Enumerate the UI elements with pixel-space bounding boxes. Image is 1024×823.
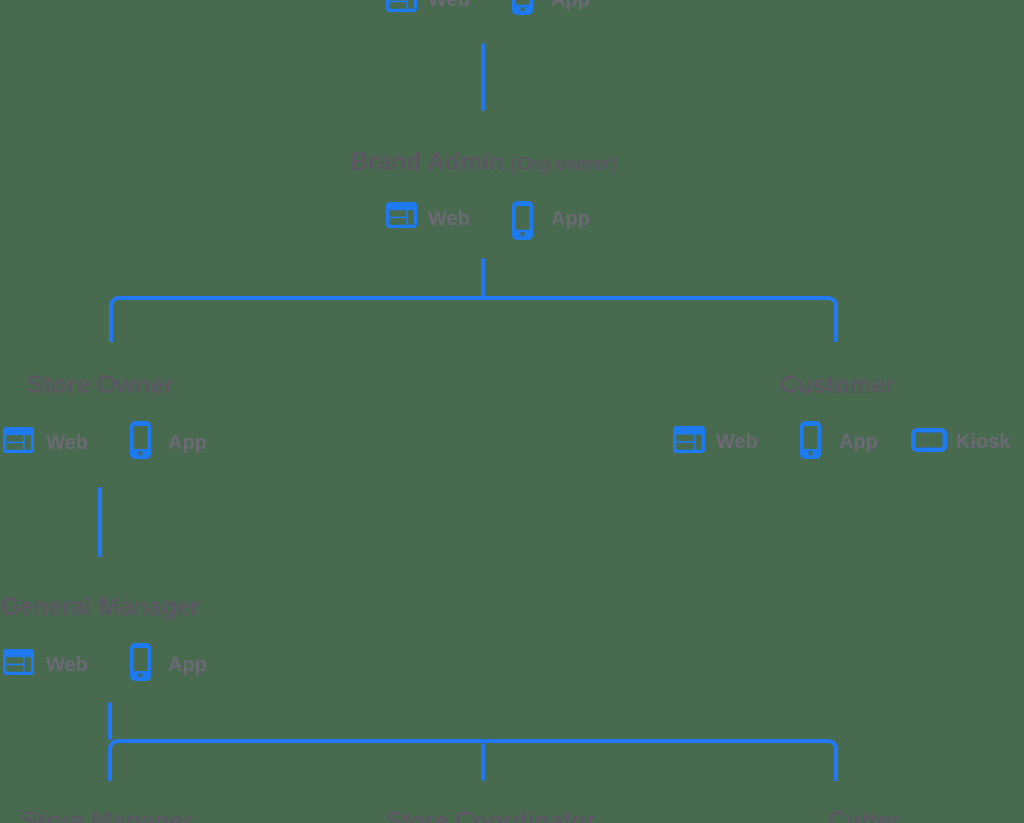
web-icon [673,426,705,453]
node-title-brand-admin: Brand Admin (Org owner) [233,147,733,180]
platform-label-web: Web [428,0,470,11]
connector-branch [108,739,838,781]
web-icon [386,202,417,228]
connector-branch [109,296,838,342]
app-icon [130,643,151,681]
app-icon [800,421,821,459]
platform-label-web: Web [716,431,758,453]
platform-label-app: App [168,432,207,454]
node-title-cutter: Cutter [827,807,901,823]
node-title-customer: Customer [779,371,895,399]
connector-line [108,702,112,740]
app-icon [512,201,533,240]
connector-line [481,743,485,781]
node-title-store-coordinator: Store Coordinator [385,807,596,823]
platform-label-web: Web [428,208,470,230]
platform-label-app: App [551,0,590,11]
brand-admin-title: Brand Admin [349,148,504,176]
kiosk-icon [911,428,947,452]
connector-line [481,43,485,111]
node-title-store-manager: Store Manager [21,807,193,823]
brand-admin-subtitle: (Org owner) [510,154,617,175]
platform-label-app: App [168,654,207,676]
platform-label-web: Web [46,654,88,676]
app-icon [130,421,151,459]
node-title-general-manager: General Manager [0,593,200,621]
web-icon [386,0,417,12]
platform-label-app: App [551,208,590,230]
connector-line [98,487,102,557]
platform-label-web: Web [46,432,88,454]
web-icon [3,649,34,675]
node-title-store-owner: Store Owner [26,371,174,399]
platform-label-kiosk: Kiosk [956,431,1011,453]
connector-line [481,258,485,298]
platform-label-app: App [839,431,878,453]
web-icon [3,427,34,453]
app-icon [512,0,533,15]
